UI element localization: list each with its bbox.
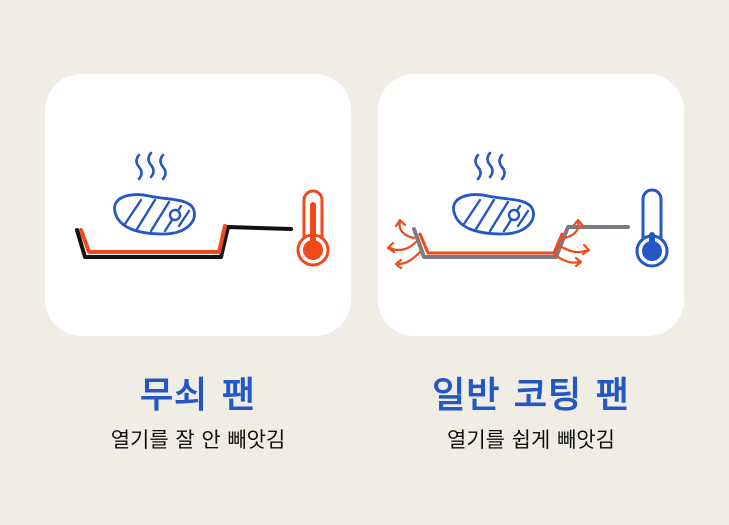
coated-pan-title: 일반 코팅 팬	[432, 375, 630, 416]
cast-iron-panel: 무쇠 팬 열기를 잘 안 빼앗김	[45, 74, 351, 452]
coated-pan-icon	[412, 225, 630, 259]
cast-iron-subtitle: 열기를 잘 안 빼앗김	[110, 428, 286, 452]
thermometer-hot-icon	[296, 189, 330, 267]
heat-escape-arrows-icon	[386, 218, 591, 270]
steam-icon	[135, 151, 167, 181]
coated-pan-panel: 일반 코팅 팬 열기를 쉽게 빼앗김	[378, 74, 684, 452]
thermometer-cold-icon	[635, 188, 669, 268]
cast-iron-title: 무쇠 팬	[140, 375, 256, 416]
coated-pan-illustration	[386, 151, 669, 270]
coated-pan-subtitle: 열기를 쉽게 빼앗김	[447, 428, 615, 452]
cast-iron-card	[45, 74, 351, 336]
coated-pan-card	[378, 74, 684, 336]
steam-icon	[474, 151, 506, 181]
steak-icon	[452, 193, 535, 236]
cast-iron-illustration	[75, 151, 330, 267]
steak-icon	[113, 193, 196, 236]
cast-iron-pan-icon	[75, 224, 293, 259]
